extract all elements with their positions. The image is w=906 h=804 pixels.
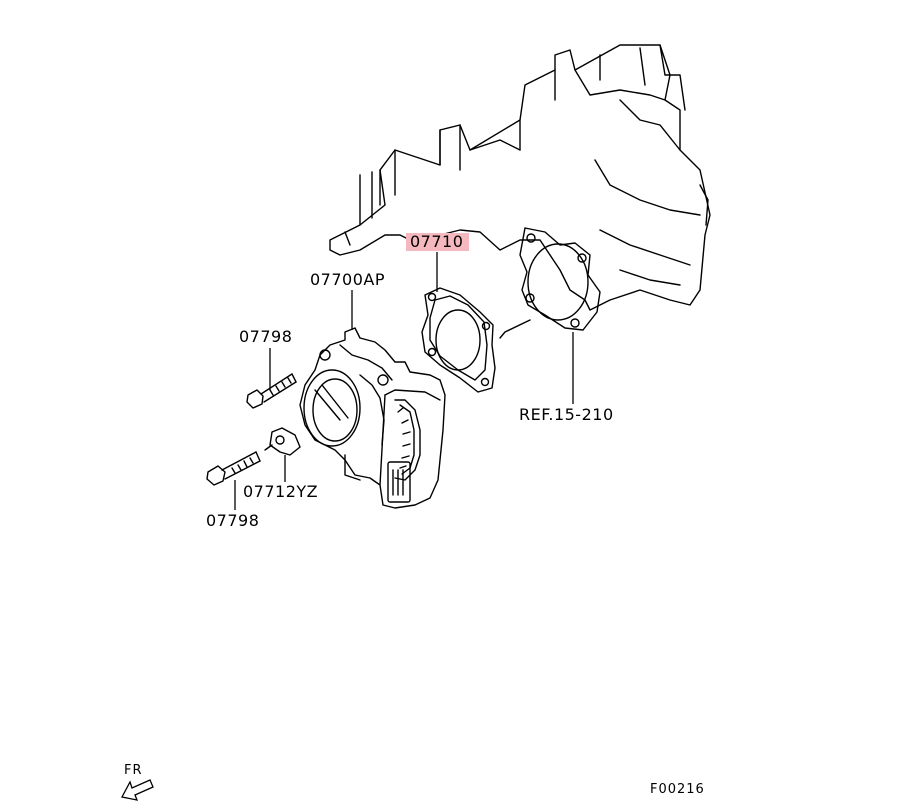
intake-manifold: [329, 44, 711, 339]
front-arrow-icon: [121, 779, 154, 801]
label-reference[interactable]: REF.15-210: [519, 405, 614, 424]
bolt-upper: [246, 373, 297, 409]
label-throttle-body[interactable]: 07700AP: [310, 270, 385, 289]
throttle-gasket: [421, 287, 496, 393]
label-gasket-07710[interactable]: 07710: [406, 233, 470, 251]
throttle-body: [299, 327, 446, 509]
label-bracket[interactable]: 07712YZ: [243, 482, 319, 501]
label-front-indicator: FR: [124, 763, 143, 778]
manifold-flange-gasket: [519, 227, 601, 331]
label-bolt-upper[interactable]: 07798: [239, 327, 293, 346]
label-bolt-lower[interactable]: 07798: [206, 511, 260, 530]
figure-code: F00216: [650, 782, 705, 797]
leader-lines: [234, 252, 574, 510]
bolt-lower: [206, 451, 261, 486]
bracket: [264, 427, 301, 456]
